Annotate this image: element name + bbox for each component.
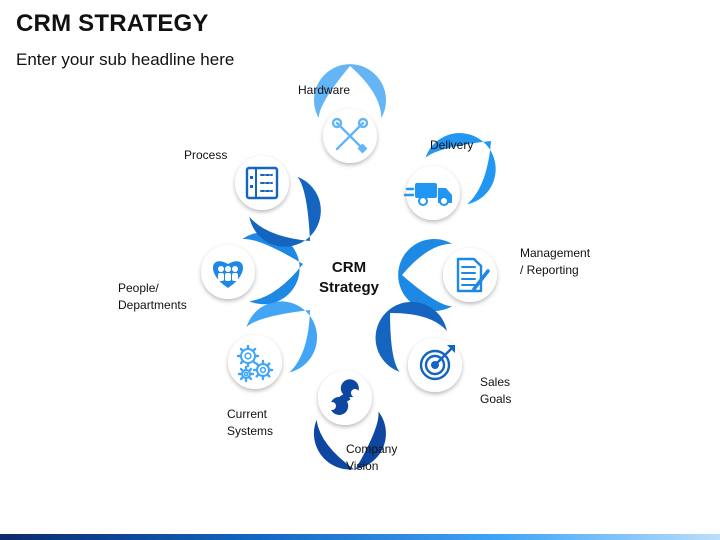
- report-document-icon: [456, 257, 490, 293]
- item-label-delivery: Delivery: [430, 137, 473, 154]
- petal-delivery: [403, 133, 496, 220]
- petal-people: [201, 232, 303, 305]
- petal-management-circle: [443, 248, 497, 302]
- footer-accent-bar: [0, 534, 720, 540]
- people-heart-icon: [212, 261, 244, 288]
- petal-sales-shape: [375, 301, 447, 372]
- item-label-sales-line2: Goals: [480, 392, 512, 406]
- petal-hardware: [314, 64, 386, 163]
- petal-management: [398, 238, 497, 311]
- page-title: CRM STRATEGY: [16, 10, 209, 37]
- item-label-vision-line1: Company: [346, 442, 398, 456]
- gears-icon: [236, 344, 274, 383]
- center-label: CRM Strategy: [300, 258, 398, 298]
- item-label-vision-line2: Vision: [346, 459, 379, 473]
- petal-hardware-shape: [314, 64, 386, 119]
- item-label-hardware-line1: Hardware: [298, 83, 351, 97]
- item-label-systems-line2: Systems: [227, 424, 274, 438]
- target-icon: [419, 345, 455, 381]
- petal-people-shape: [242, 232, 303, 305]
- petal-vision-shape: [313, 411, 386, 470]
- item-label-systems: Current Systems: [227, 406, 273, 440]
- item-label-hardware: Hardware: [298, 82, 350, 99]
- binoculars-icon: [328, 379, 359, 415]
- item-label-management-line2: / Reporting: [520, 263, 579, 277]
- item-label-process: Process: [184, 147, 227, 164]
- item-label-delivery-line1: Delivery: [430, 138, 474, 152]
- item-label-vision: Company Vision: [346, 441, 397, 475]
- tools-icon: [331, 117, 369, 154]
- item-label-systems-line1: Current: [227, 407, 268, 421]
- petal-process: [235, 156, 321, 247]
- petal-vision: [313, 371, 386, 470]
- petal-sales: [375, 301, 462, 392]
- delivery-truck-icon: [403, 183, 452, 206]
- petal-systems: [228, 301, 318, 389]
- item-label-process-line1: Process: [184, 148, 228, 162]
- process-board-icon: [245, 166, 279, 200]
- item-label-people: People/ Departments: [118, 280, 187, 314]
- page-subtitle: Enter your sub headline here: [16, 50, 235, 69]
- item-label-people-line2: Departments: [118, 298, 187, 312]
- item-label-sales-line1: Sales: [480, 375, 511, 389]
- center-label-line2: Strategy: [318, 279, 380, 296]
- item-label-people-line1: People/: [118, 281, 159, 295]
- item-label-sales: Sales Goals: [480, 374, 511, 408]
- item-label-management-line1: Management: [520, 246, 591, 260]
- petal-management-shape: [398, 238, 453, 311]
- center-label-line1: CRM: [331, 259, 367, 276]
- item-label-management: Management / Reporting: [520, 245, 590, 279]
